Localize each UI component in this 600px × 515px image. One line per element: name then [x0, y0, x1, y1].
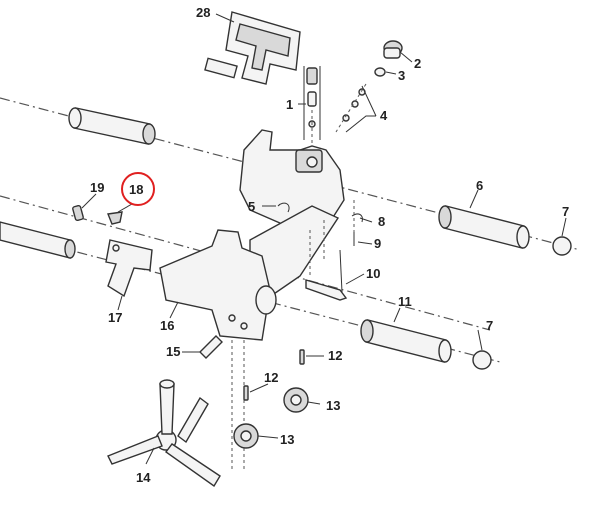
callout-8: 8 — [378, 214, 385, 229]
callout-15: 15 — [166, 344, 180, 359]
callout-7-upper: 7 — [562, 204, 569, 219]
callout-28: 28 — [196, 5, 210, 20]
callout-4: 4 — [380, 108, 388, 123]
callout-12-right: 12 — [328, 348, 342, 363]
upper-housing[interactable] — [239, 129, 345, 231]
callout-13-left: 13 — [280, 432, 294, 447]
callout-13-right: 13 — [326, 398, 340, 413]
part-13-gear-left[interactable] — [233, 423, 259, 449]
part-10-bent-rod[interactable] — [305, 249, 348, 301]
callout-3: 3 — [398, 68, 405, 83]
part-2-knob[interactable] — [383, 40, 403, 59]
part-5-clip[interactable] — [277, 202, 290, 213]
part-8-spring-clip[interactable] — [351, 213, 363, 223]
part-18-set-screw[interactable] — [107, 211, 123, 225]
part-12-pin-right[interactable] — [299, 349, 305, 365]
part-7-end-cap-lower[interactable] — [472, 350, 492, 370]
callout-16: 16 — [160, 318, 174, 333]
callout-9: 9 — [374, 236, 381, 251]
callout-18: 18 — [129, 182, 143, 197]
callout-2: 2 — [414, 56, 421, 71]
part-7-end-cap-upper[interactable] — [552, 236, 572, 256]
part-6-roller[interactable] — [438, 205, 530, 249]
part-11-roller[interactable] — [360, 319, 452, 363]
upper-roller[interactable] — [68, 107, 156, 145]
callout-11: 11 — [398, 294, 412, 309]
part-1-spring-pin-stack[interactable] — [303, 66, 321, 150]
callout-labels: 28 1 2 3 4 5 6 7 7 8 9 10 11 12 12 13 13… — [90, 5, 569, 485]
part-14-spoke-handle[interactable] — [107, 379, 221, 488]
callout-17: 17 — [108, 310, 122, 325]
left-cylinder-section[interactable] — [0, 221, 76, 259]
callout-6: 6 — [476, 178, 483, 193]
part-4-detent-assembly[interactable] — [335, 83, 367, 133]
highlight-circle — [121, 172, 155, 206]
part-15-pin[interactable] — [199, 335, 223, 359]
part-19-fitting[interactable] — [72, 204, 84, 222]
part-17-bracket-plate[interactable] — [105, 239, 153, 298]
callout-1: 1 — [286, 97, 293, 112]
callout-12-left: 12 — [264, 370, 278, 385]
callout-7-lower: 7 — [486, 318, 493, 333]
part-12-pin-left[interactable] — [243, 385, 249, 401]
leader-lines — [81, 13, 567, 465]
callout-19: 19 — [90, 180, 104, 195]
callout-14: 14 — [136, 470, 151, 485]
axis-line-lower — [0, 231, 501, 363]
callout-5: 5 — [248, 199, 255, 214]
part-13-gear-right[interactable] — [283, 387, 309, 413]
part-3-washer[interactable] — [374, 67, 386, 77]
callout-10: 10 — [366, 266, 380, 281]
part-28-handle-frame[interactable] — [204, 11, 301, 85]
